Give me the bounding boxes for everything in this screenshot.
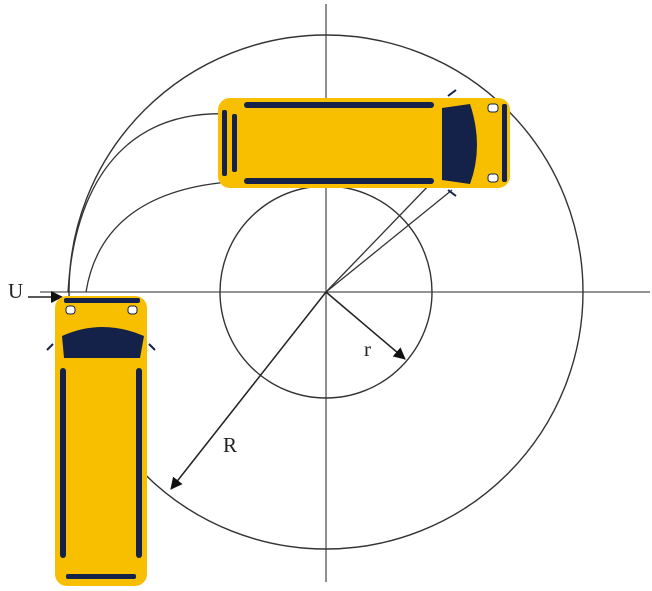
vehicle-left-rear-bar bbox=[66, 574, 136, 579]
vehicle-top-side-stripe bbox=[244, 178, 434, 184]
inner-radius-label: r bbox=[364, 337, 371, 361]
vehicle-left bbox=[46, 296, 156, 586]
swept-path-rear bbox=[85, 181, 229, 293]
inner-radius-arrow bbox=[325, 291, 406, 360]
vehicle-top-body bbox=[218, 98, 510, 188]
vehicle-left-mirror bbox=[46, 343, 54, 351]
swept-path-front bbox=[67, 113, 233, 293]
outer-radius-label: R bbox=[223, 433, 237, 457]
vehicle-top-front-bumper bbox=[502, 104, 507, 182]
vehicle-top-roof-stripe bbox=[244, 102, 434, 108]
outer-turning-circle bbox=[68, 34, 584, 550]
pivot-line-1 bbox=[325, 181, 433, 293]
vehicle-left-body bbox=[55, 296, 147, 586]
outer-radius-arrow bbox=[170, 291, 327, 490]
vehicle-left-front-light bbox=[65, 305, 76, 315]
vehicle-top-mirror bbox=[447, 89, 457, 97]
vehicle-left-right-stripe bbox=[136, 368, 142, 558]
pivot-line-2 bbox=[325, 189, 453, 293]
vehicle-left-left-stripe bbox=[60, 368, 66, 558]
overhang-label: U bbox=[8, 279, 23, 303]
vehicle-top-windshield bbox=[442, 104, 477, 184]
vehicle-top-front-light-2 bbox=[487, 173, 499, 183]
vehicle-top bbox=[218, 89, 510, 197]
vehicle-top-side-bar bbox=[232, 114, 237, 172]
vehicle-left-windshield bbox=[62, 327, 144, 358]
vehicle-left-mirror-2 bbox=[148, 343, 156, 351]
vehicle-left-front-light-2 bbox=[127, 305, 138, 315]
vehicle-left-front-bumper bbox=[64, 298, 140, 303]
vehicle-top-rear-bar bbox=[222, 110, 227, 176]
vehicle-top-mirror-2 bbox=[447, 189, 457, 197]
vehicle-top-front-light bbox=[487, 103, 499, 113]
